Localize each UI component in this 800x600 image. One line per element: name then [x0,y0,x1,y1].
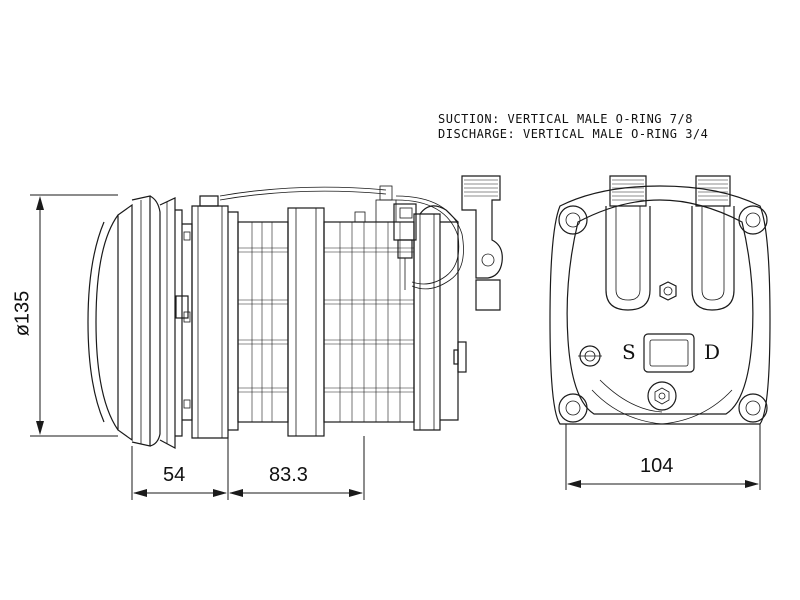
center-bolt [659,281,677,301]
side-view [30,175,503,500]
width-dimension [565,424,761,490]
width-label: 104 [640,455,674,477]
service-valve [578,345,602,367]
rear-fittings [461,175,503,311]
discharge-mark: D [704,340,721,364]
wire-harness [219,186,464,290]
clutch-pulley [87,195,193,449]
front-head [191,195,239,439]
diameter-label: ø135 [11,290,34,337]
clutch-length-label: 54 [163,464,186,486]
bottom-bolt [647,381,677,411]
suction-mark: S [622,340,636,364]
port-fittings [605,175,735,311]
cylinder-body [237,185,415,437]
discharge-note: DISCHARGE: VERTICAL MALE O-RING 3/4 [438,127,709,141]
body-length-label: 83.3 [269,464,308,486]
mounting-bolt [558,205,768,423]
length-dimensions [131,436,365,500]
suction-note: SUCTION: VERTICAL MALE O-RING 7/8 [438,112,693,126]
diameter-dimension [30,194,118,437]
sd-plate [643,333,695,373]
end-view [549,175,771,490]
